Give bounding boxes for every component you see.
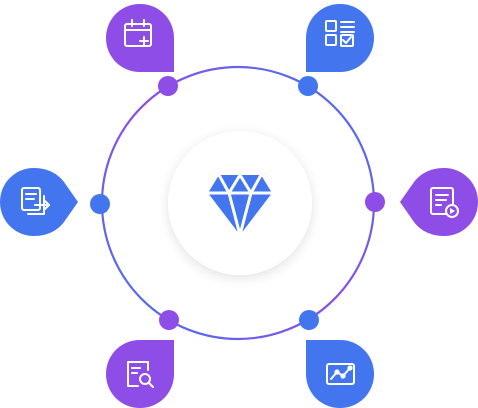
- node-dot-right: [365, 192, 385, 212]
- document-play-icon: [430, 187, 459, 218]
- node-badge-left[interactable]: [0, 168, 78, 236]
- node-badge-right[interactable]: [400, 168, 478, 236]
- document-search-icon: [127, 361, 154, 388]
- node-badge-bottom-left[interactable]: [106, 340, 174, 408]
- node-dot-top-left: [158, 76, 178, 96]
- node-badge-top-left[interactable]: [106, 4, 174, 72]
- calendar-add-icon: [124, 19, 152, 47]
- node-badge-top-right[interactable]: [306, 4, 374, 72]
- node-badge-bottom-right[interactable]: [306, 340, 374, 408]
- node-dot-top-right: [298, 76, 318, 96]
- checklist-grid-icon: [325, 20, 355, 47]
- node-dot-left: [90, 194, 110, 214]
- document-transfer-icon: [21, 187, 50, 215]
- diamond-icon: [208, 173, 272, 237]
- line-chart-icon: [326, 363, 355, 385]
- node-dot-bottom-right: [299, 310, 319, 330]
- node-dot-bottom-left: [159, 310, 179, 330]
